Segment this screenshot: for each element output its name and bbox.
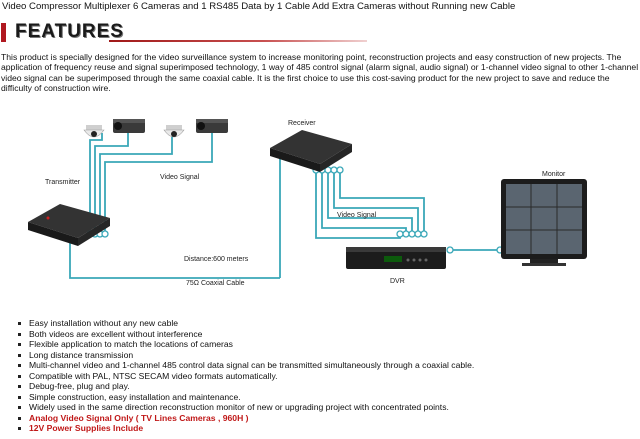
- monitor-label: Monitor: [542, 171, 566, 178]
- features-list: Easy installation without any new cable …: [16, 318, 474, 434]
- intro-paragraph: This product is specially designed for t…: [1, 52, 639, 93]
- signal-wires: [69, 133, 500, 279]
- features-heading-text: FEATURES: [15, 21, 124, 42]
- list-item: Debug-free, plug and play.: [16, 381, 474, 392]
- heading-accent-bar: [1, 23, 6, 42]
- list-item: Simple construction, easy installation a…: [16, 392, 474, 403]
- highlight-list-item: Analog Video Signal Only ( TV Lines Came…: [16, 413, 474, 424]
- list-item: Widely used in the same direction recons…: [16, 402, 474, 413]
- receiver-device: [270, 130, 352, 172]
- list-item: Both videos are excellent without interf…: [16, 329, 474, 340]
- dome-camera-2-icon: [163, 125, 185, 138]
- dvr-label: DVR: [390, 278, 405, 285]
- transmitter-device: [28, 204, 110, 246]
- list-item: Long distance transmission: [16, 350, 474, 361]
- list-item: Easy installation without any new cable: [16, 318, 474, 329]
- monitor-device: [501, 179, 587, 266]
- list-item: Compatible with PAL, NTSC SECAM video fo…: [16, 371, 474, 382]
- heading-underline: [109, 40, 367, 42]
- video-signal-right-label: Video Signal: [337, 212, 377, 219]
- features-heading: FEATURES: [1, 21, 367, 43]
- highlight-list-item: 12V Power Supplies Include: [16, 423, 474, 434]
- box-camera-2-icon: [196, 119, 228, 133]
- video-signal-left-label: Video Signal: [160, 174, 200, 181]
- dome-camera-1-icon: [83, 125, 105, 138]
- receiver-label: Receiver: [288, 120, 316, 127]
- connection-diagram: Transmitter Receiver DVR Monitor Video S…: [28, 119, 587, 287]
- dvr-device: [346, 247, 446, 269]
- wire-connectors: [86, 166, 504, 254]
- box-camera-1-icon: [113, 119, 145, 133]
- list-item: Multi-channel video and 1-channel 485 co…: [16, 360, 474, 371]
- list-item: Flexible application to match the locati…: [16, 339, 474, 350]
- transmitter-label: Transmitter: [45, 179, 81, 186]
- page-title: Video Compressor Multiplexer 6 Cameras a…: [2, 1, 516, 12]
- distance-label: Distance:600 meters: [184, 256, 249, 263]
- coaxial-cable-label: 75Ω Coaxial Cable: [186, 280, 245, 287]
